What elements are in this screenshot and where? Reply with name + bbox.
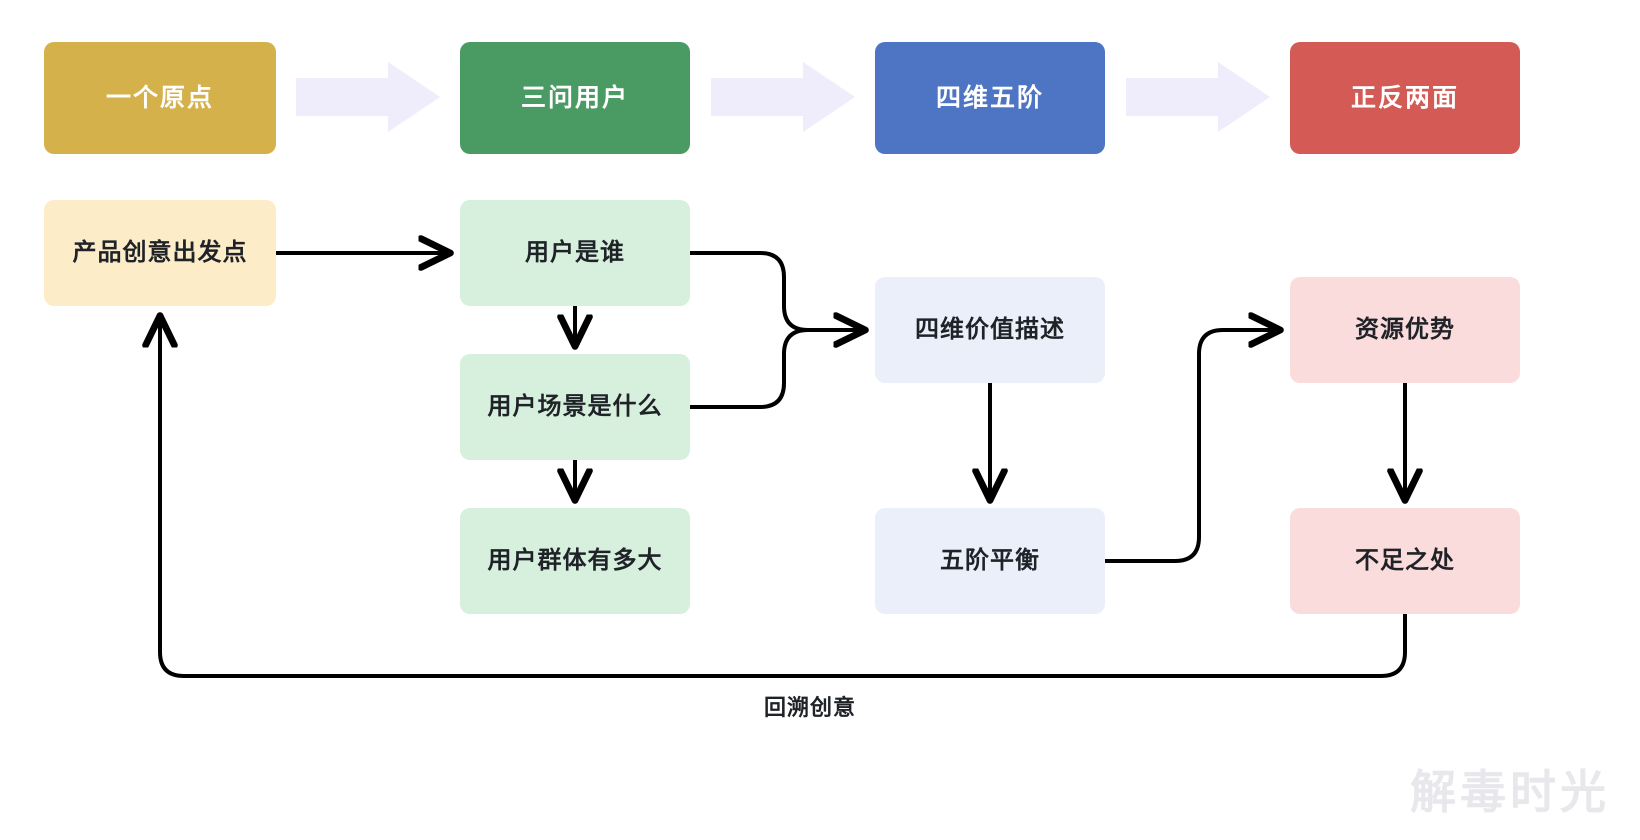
watermark-text: 解毒时光: [1410, 766, 1610, 818]
stage-banner-dimension[interactable]: 四维五阶: [875, 42, 1105, 154]
stage-arrow-dim-to-pros: [1126, 62, 1270, 132]
node-user-group-size[interactable]: 用户群体有多大: [460, 508, 690, 614]
stage-banner-pros-cons[interactable]: 正反两面: [1290, 42, 1520, 154]
stage-banner-ask[interactable]: 三问用户: [460, 42, 690, 154]
edge-who-to-value: [688, 251, 863, 330]
edge-balance-to-res: [1103, 330, 1278, 563]
node-product-idea-origin[interactable]: 产品创意出发点: [44, 200, 276, 306]
stage-arrow-ask-to-dim: [711, 62, 855, 132]
node-resource-advantage[interactable]: 资源优势: [1290, 277, 1520, 383]
node-shortcomings[interactable]: 不足之处: [1290, 508, 1520, 614]
node-four-dimension-value[interactable]: 四维价值描述: [875, 277, 1105, 383]
edge-scene-to-value: [688, 328, 810, 409]
node-user-scenario[interactable]: 用户场景是什么: [460, 354, 690, 460]
stage-arrow-origin-to-ask: [296, 62, 440, 132]
stage-banner-origin[interactable]: 一个原点: [44, 42, 276, 154]
edge-gap-to-idea-loop: [160, 318, 1407, 678]
loop-edge-label: 回溯创意: [763, 695, 856, 720]
node-who-is-user[interactable]: 用户是谁: [460, 200, 690, 306]
node-five-level-balance[interactable]: 五阶平衡: [875, 508, 1105, 614]
